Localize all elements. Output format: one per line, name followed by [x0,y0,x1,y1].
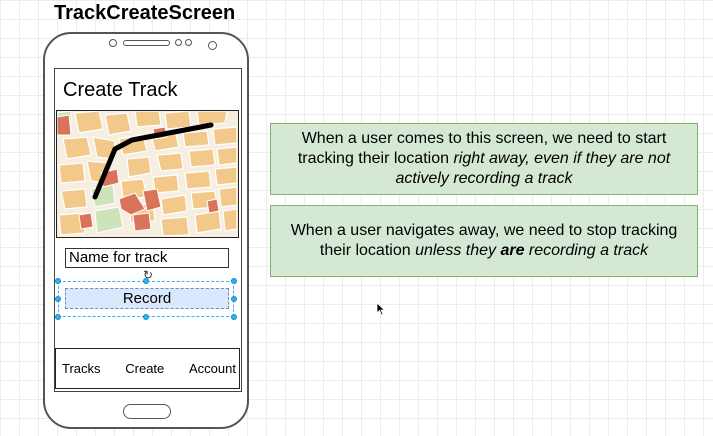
selection-handle[interactable] [231,278,237,284]
note-text-emphasis: unless they [415,242,501,259]
phone-screen: Create Track [54,68,242,392]
mouse-cursor-icon [376,302,386,316]
selection-handle[interactable] [55,278,61,284]
rotate-handle-icon[interactable]: ↻ [142,268,154,282]
diagram-title: TrackCreateScreen [54,2,236,24]
note-start-tracking: When a user comes to this screen, we nee… [270,123,698,195]
note-text-emphasis: recording a track [524,242,649,259]
selection-handle[interactable] [231,314,237,320]
phone-speaker [123,40,170,46]
note-text-strong: are [500,242,525,259]
phone-home-button [123,404,171,419]
selection-handle[interactable] [143,314,149,320]
phone-top-bezel [45,34,247,64]
selection-handle[interactable] [231,296,237,302]
map-image [57,111,237,236]
selection-handle[interactable] [55,314,61,320]
record-button[interactable]: Record [65,288,229,309]
phone-sensor-dot [175,39,182,46]
note-text: When a user navigates away, we need to s… [290,222,678,259]
tab-create[interactable]: Create [125,361,165,376]
screen-title: Create Track [63,79,178,101]
selection-handle[interactable] [143,278,149,284]
map-view[interactable] [56,110,239,238]
selection-handle[interactable] [55,296,61,302]
track-name-input[interactable]: Name for track [65,248,229,268]
note-text-emphasis: right away, even if they are not activel… [395,150,671,187]
tab-account[interactable]: Account [189,361,236,376]
tab-bar: Tracks Create Account [55,348,240,389]
tab-tracks[interactable]: Tracks [62,361,101,376]
phone-sensor-dot [185,39,192,46]
phone-camera-dot [208,41,217,50]
note-stop-tracking: When a user navigates away, we need to s… [270,205,698,277]
phone-mockup: Create Track [43,32,249,429]
phone-sensor-dot [109,39,117,47]
note-text: When a user comes to this screen, we nee… [297,130,667,167]
